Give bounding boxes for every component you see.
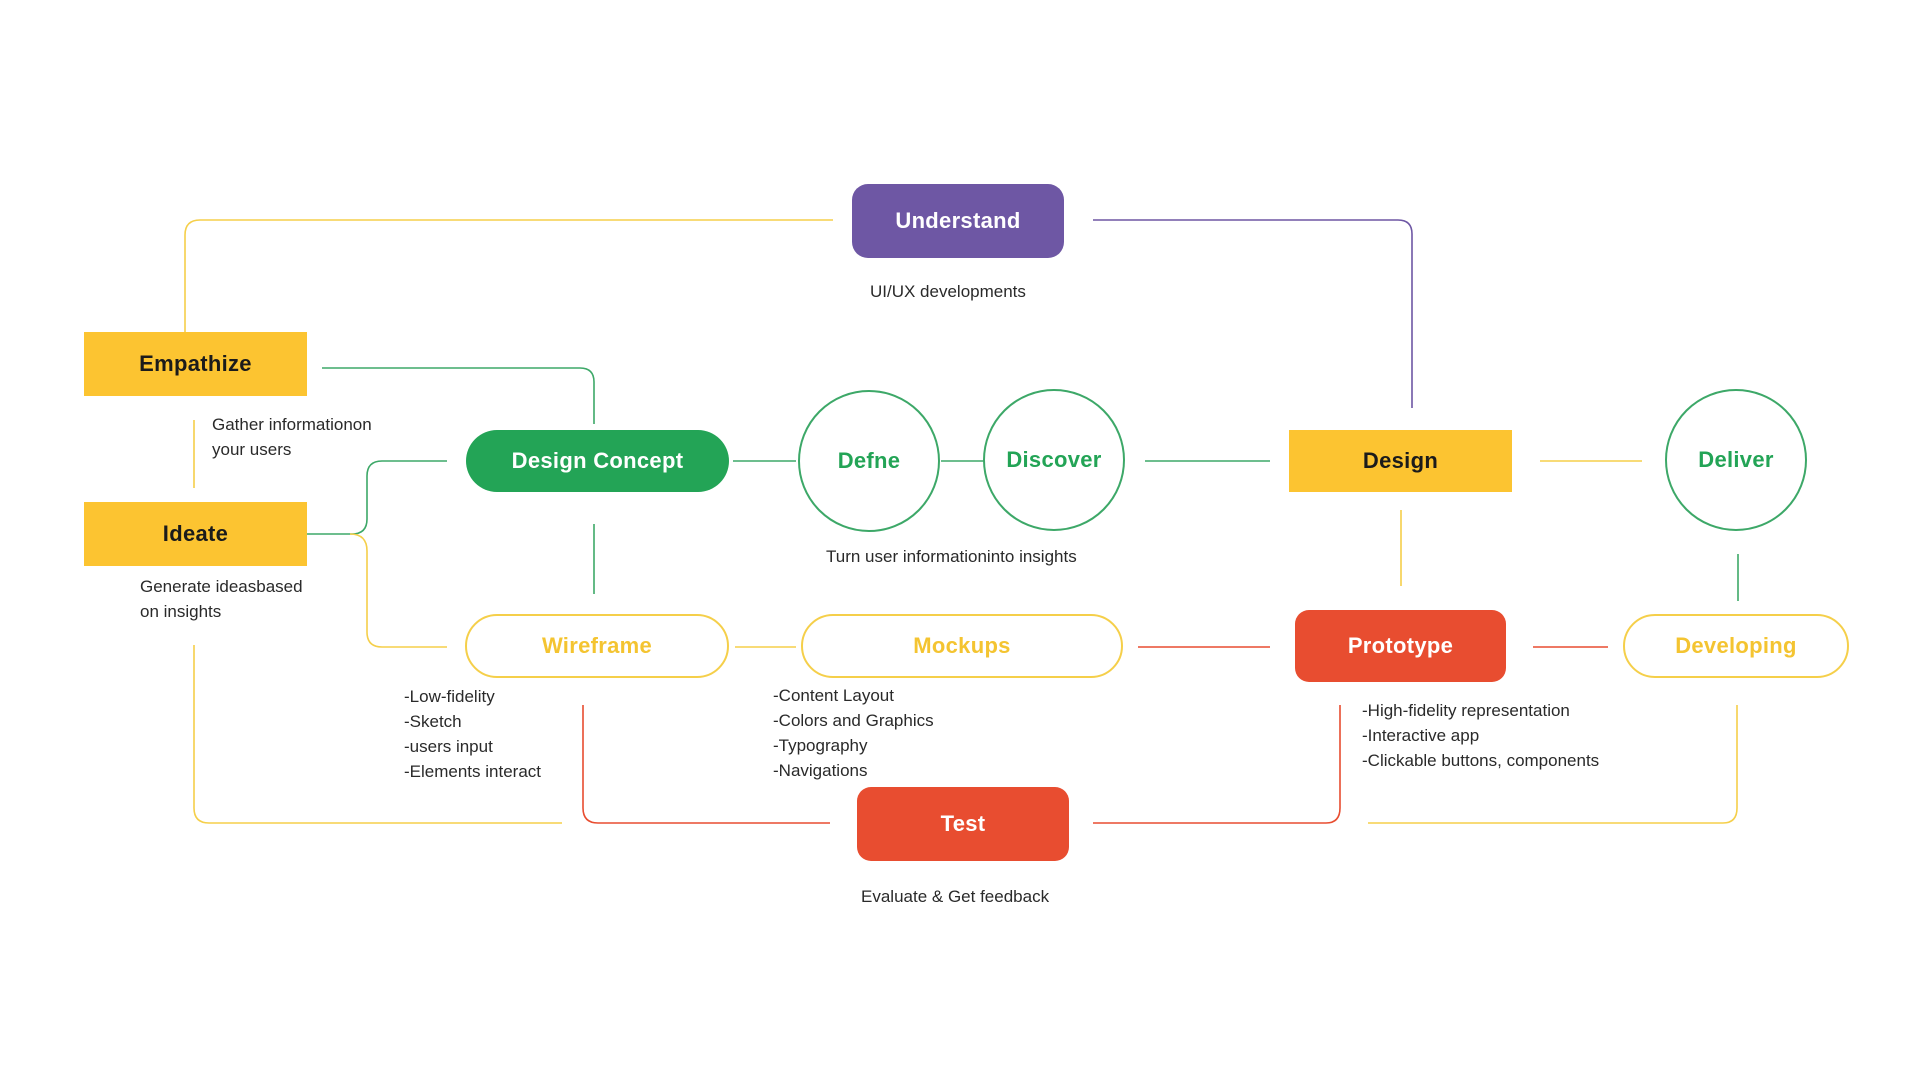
mockups-note: -Content Layout -Colors and Graphics -Ty…	[773, 683, 934, 783]
line-empathize-understand	[184, 219, 833, 332]
mockups-node: Mockups	[801, 614, 1123, 678]
design-concept-label: Design Concept	[511, 448, 684, 473]
wireframe-note-line: -Elements interact	[404, 762, 541, 781]
test-note: Evaluate & Get feedback	[861, 887, 1050, 906]
prototype-note: -High-fidelity representation -Interacti…	[1362, 698, 1599, 773]
mockups-note-line: -Navigations	[773, 761, 868, 780]
design-label: Design	[1362, 448, 1439, 473]
line-wireframe-test	[582, 705, 830, 824]
wireframe-label: Wireframe	[541, 633, 653, 658]
line-test-prototype	[1093, 705, 1341, 824]
prototype-label: Prototype	[1347, 633, 1454, 658]
empathize-note-line: Gather informationon	[212, 415, 372, 434]
ideate-label: Ideate	[162, 521, 229, 546]
mockups-note-line: -Typography	[773, 736, 868, 755]
discover-node: Discover	[983, 389, 1125, 531]
understand-node: Understand	[852, 184, 1064, 258]
line-developing-bottom	[1368, 705, 1738, 824]
define-label: Defne	[837, 448, 901, 473]
prototype-note-line: -High-fidelity representation	[1362, 701, 1570, 720]
developing-label: Developing	[1675, 633, 1797, 658]
deliver-label: Deliver	[1698, 447, 1774, 472]
define-discover-note: Turn user informationinto insights	[826, 547, 1077, 566]
empathize-note-line: your users	[212, 440, 292, 459]
line-empathize-concept	[322, 367, 595, 424]
wireframe-node: Wireframe	[465, 614, 729, 678]
line-ideate-bottom	[193, 645, 562, 824]
wireframe-note: -Low-fidelity -Sketch -users input -Elem…	[404, 684, 541, 784]
mockups-note-line: -Content Layout	[773, 686, 894, 705]
understand-label: Understand	[895, 208, 1021, 233]
developing-node: Developing	[1623, 614, 1849, 678]
mockups-label: Mockups	[913, 633, 1011, 658]
wireframe-note-line: -Sketch	[404, 712, 462, 731]
line-understand-design	[1093, 219, 1413, 408]
line-ideate-concept	[307, 460, 447, 535]
wireframe-note-line: -users input	[404, 737, 493, 756]
prototype-note-line: -Clickable buttons, components	[1362, 751, 1600, 770]
line-ideate-wireframe	[349, 533, 447, 648]
discover-label: Discover	[1006, 447, 1102, 472]
ideate-note-line: Generate ideasbased	[140, 577, 303, 596]
test-label: Test	[940, 811, 986, 836]
understand-note: UI/UX developments	[870, 282, 1026, 301]
ideate-note: Generate ideasbased on insights	[140, 574, 303, 624]
test-node: Test	[857, 787, 1069, 861]
ideate-node: Ideate	[84, 502, 307, 566]
mockups-note-line: -Colors and Graphics	[773, 711, 934, 730]
define-node: Defne	[798, 390, 940, 532]
design-node: Design	[1289, 430, 1512, 492]
prototype-note-line: -Interactive app	[1362, 726, 1480, 745]
deliver-node: Deliver	[1665, 389, 1807, 531]
empathize-note: Gather informationon your users	[212, 412, 372, 462]
prototype-node: Prototype	[1295, 610, 1506, 682]
empathize-label: Empathize	[139, 351, 252, 376]
design-concept-node: Design Concept	[466, 430, 729, 492]
wireframe-note-line: -Low-fidelity	[404, 687, 495, 706]
ideate-note-line: on insights	[140, 602, 222, 621]
empathize-node: Empathize	[84, 332, 307, 396]
